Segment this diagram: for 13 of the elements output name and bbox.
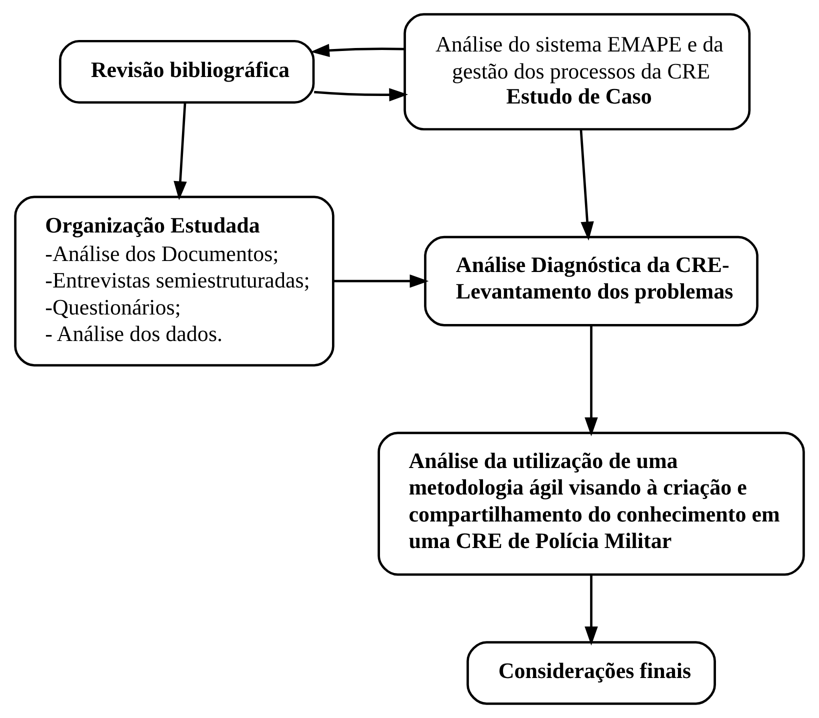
node-box: Organização Estudada -Análise dos Documentos; -Entrevistas semiestruturadas; -Questionários; - Análise dos dados. xyxy=(14,196,334,366)
arrow xyxy=(314,88,408,102)
node-box: Considerações finais xyxy=(466,641,716,705)
arrow xyxy=(584,574,598,646)
arrow xyxy=(580,130,594,241)
node-box: Análise Diagnóstica da CRE- Levantamento dos problemas xyxy=(424,236,758,326)
node-box: Análise do sistema EMAPE e da gestão dos processos da CRE Estudo de Caso xyxy=(404,13,751,130)
arrow xyxy=(174,102,187,200)
arrow xyxy=(310,44,405,58)
arrow xyxy=(333,274,429,288)
node-box: Análise da utilização de uma metodologia ágil visando à criação e compartilhamento do conhecimento em uma CRE de Polícia Militar xyxy=(378,432,805,576)
arrow xyxy=(584,326,598,436)
node-box: Revisão bibliográfica xyxy=(58,40,315,104)
